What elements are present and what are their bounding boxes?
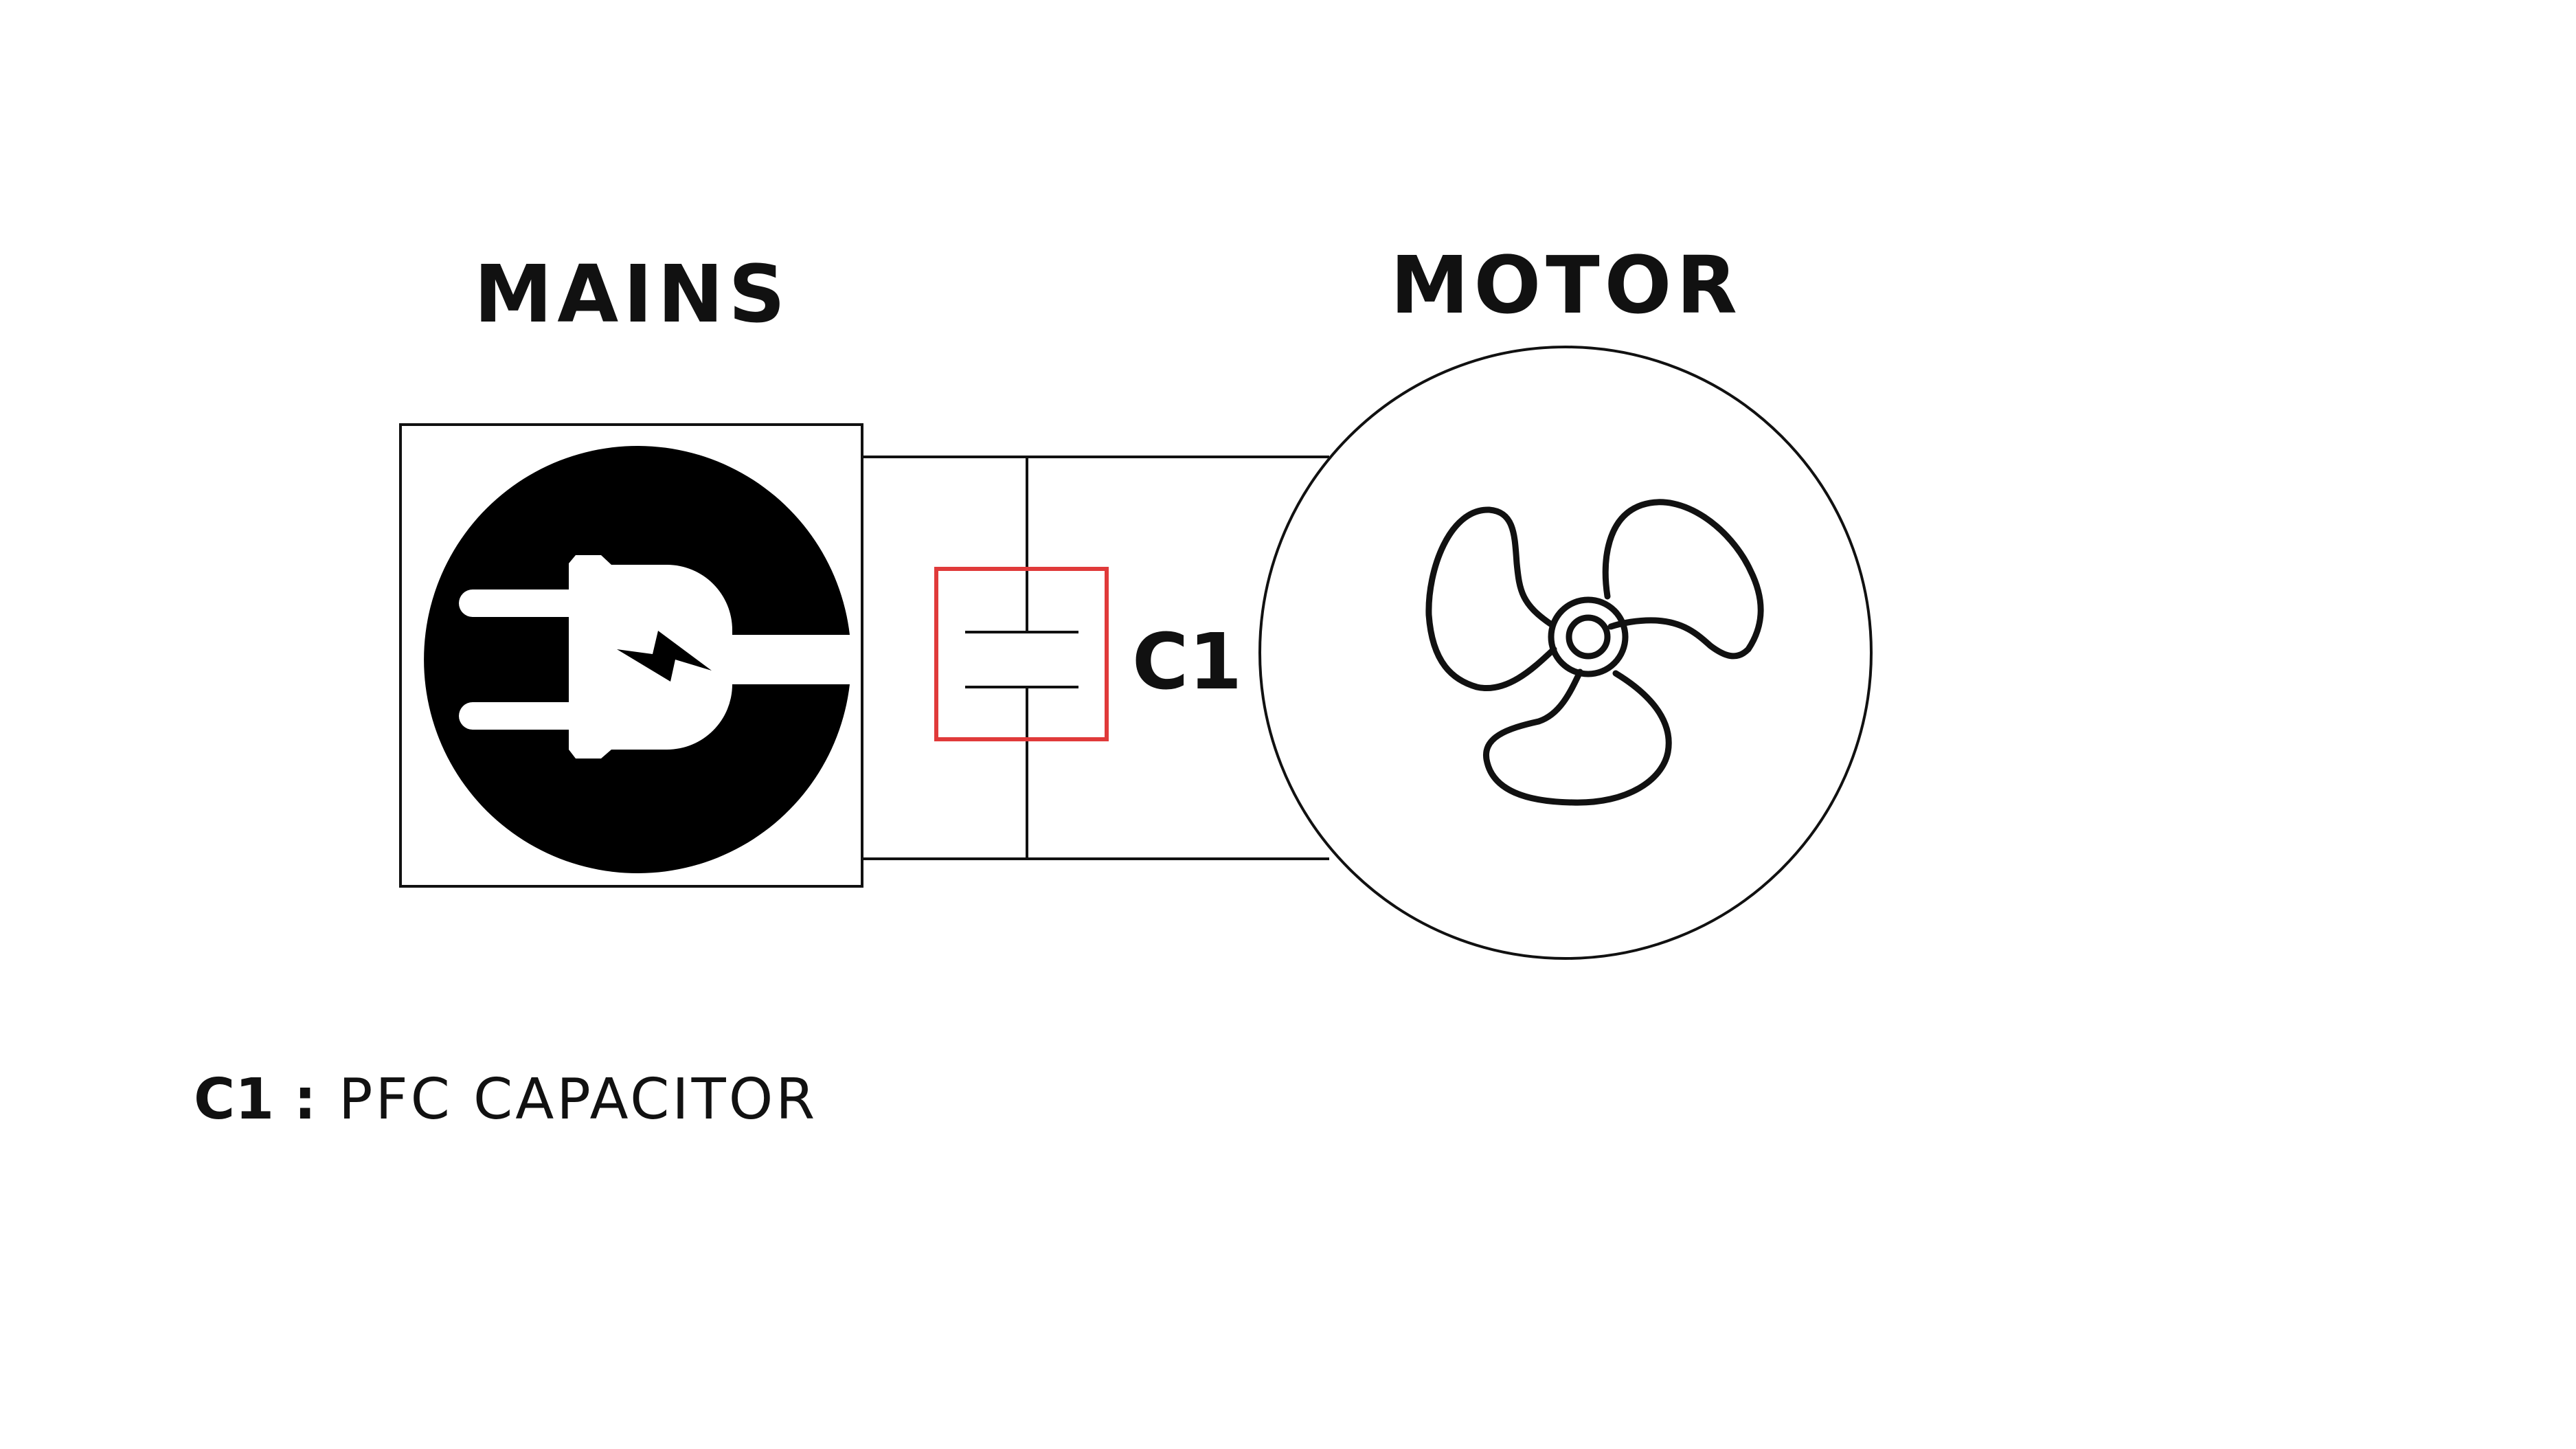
fan-icon <box>1425 499 1764 806</box>
mains-title: MAINS <box>474 249 790 341</box>
plug-icon-body <box>424 446 850 873</box>
wiring <box>862 456 1329 860</box>
mains-block <box>399 423 863 888</box>
fan-blade-left <box>1425 506 1557 691</box>
motor-title: MOTOR <box>1390 240 1742 332</box>
legend-value: PFC CAPACITOR <box>339 1067 817 1132</box>
mains-box <box>399 423 863 888</box>
legend-key: C1 : <box>194 1067 317 1132</box>
fan-hub-outer <box>1548 596 1629 677</box>
fan-blade-bottom <box>1483 669 1672 806</box>
capacitor-highlight-box <box>934 567 1109 741</box>
capacitor-label: C1 <box>1132 618 1242 707</box>
plug-icon <box>424 446 850 873</box>
legend-entry: C1 : PFC CAPACITOR <box>194 1067 817 1132</box>
motor-circle <box>1258 346 1873 960</box>
fan-hub-inner <box>1566 614 1611 660</box>
motor-block <box>1258 346 1873 960</box>
fan-blade-right <box>1602 499 1764 660</box>
lightning-bolt-icon <box>617 631 712 682</box>
legend: C1 : PFC CAPACITOR <box>194 1067 817 1132</box>
capacitor-c1 <box>934 567 1109 741</box>
